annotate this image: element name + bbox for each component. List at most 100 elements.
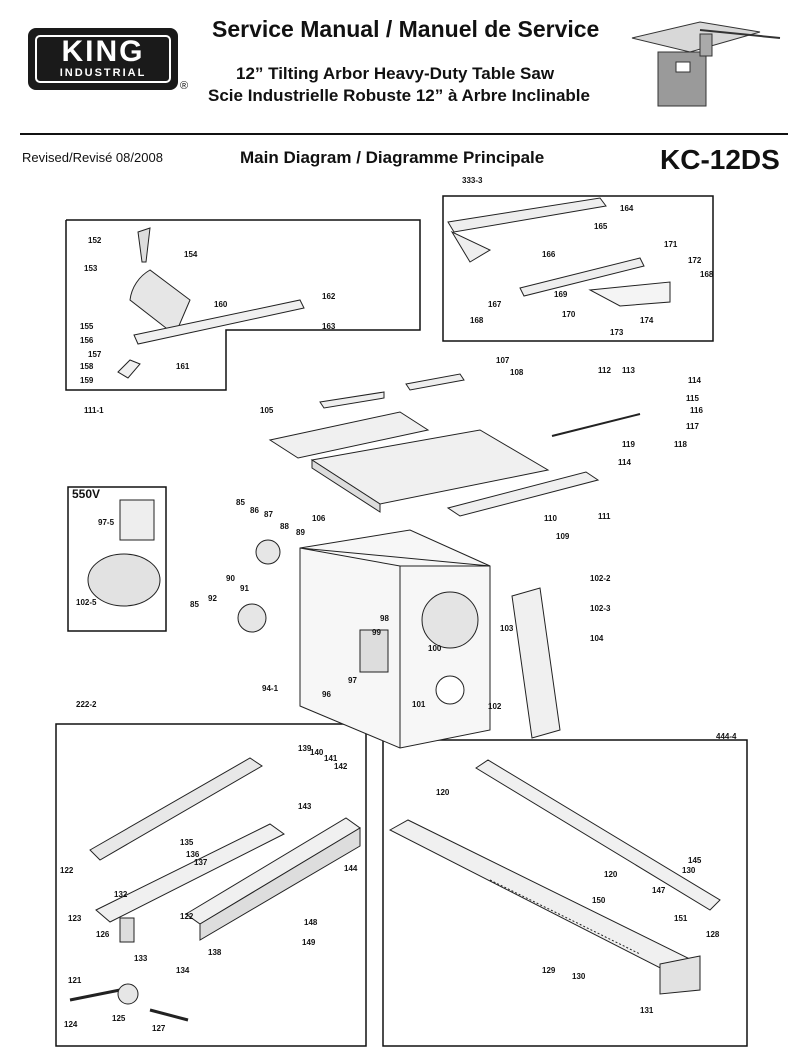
callout-164: 164 (620, 204, 634, 213)
callout-133: 133 (134, 954, 148, 963)
king-logo: KING INDUSTRIAL (28, 28, 178, 90)
callout-103: 103 (500, 624, 514, 633)
callout-138: 138 (208, 948, 222, 957)
callout-153: 153 (84, 264, 98, 273)
callout-135: 135 (180, 838, 194, 847)
callout-162: 162 (322, 292, 336, 301)
box-333-outline (442, 195, 714, 342)
subtitle-en: 12” Tilting Arbor Heavy-Duty Table Saw (236, 64, 555, 83)
callout-333-3: 333-3 (462, 176, 483, 185)
header-divider (20, 133, 788, 135)
callout-120: 120 (604, 870, 618, 879)
callout-126: 126 (96, 930, 110, 939)
callout-150: 150 (592, 896, 606, 905)
model-number: KC-12DS (660, 144, 780, 175)
callout-163: 163 (322, 322, 336, 331)
callout-550V: 550V (72, 487, 101, 501)
callout-104: 104 (590, 634, 604, 643)
callout-130: 130 (682, 866, 696, 875)
callout-172: 172 (688, 256, 702, 265)
callout-152: 152 (88, 236, 102, 245)
registered-mark: ® (180, 80, 189, 92)
callout-116: 116 (690, 406, 703, 415)
callout-165: 165 (594, 222, 608, 231)
callout-127: 127 (152, 1024, 166, 1033)
callout-94-1: 94-1 (262, 684, 279, 693)
callout-102: 102 (488, 702, 502, 711)
callout-158: 158 (80, 362, 94, 371)
callout-160: 160 (214, 300, 228, 309)
callout-124: 124 (64, 1020, 78, 1029)
callout-444-4: 444-4 (716, 732, 737, 741)
callout-167: 167 (488, 300, 502, 309)
callout-85: 85 (190, 600, 199, 609)
callout-100: 100 (428, 644, 442, 653)
callout-102-5: 102-5 (76, 598, 97, 607)
callout-136: 136 (186, 850, 200, 859)
callout-174: 174 (640, 316, 654, 325)
callout-122: 122 (180, 912, 194, 921)
callout-139: 139 (298, 744, 312, 753)
callout-96: 96 (322, 690, 331, 699)
callout-148: 148 (304, 918, 318, 927)
callout-122: 122 (60, 866, 74, 875)
callout-117: 117 (686, 422, 699, 431)
callout-143: 143 (298, 802, 312, 811)
box-550-outline (67, 486, 167, 632)
callout-168: 168 (700, 270, 714, 279)
callout-105: 105 (260, 406, 274, 415)
callout-88: 88 (280, 522, 289, 531)
callout-155: 155 (80, 322, 94, 331)
callout-161: 161 (176, 362, 190, 371)
callout-109: 109 (556, 532, 570, 541)
callout-115: 115 (686, 394, 699, 403)
callout-222-2: 222-2 (76, 700, 97, 709)
callout-168: 168 (470, 316, 484, 325)
callout-156: 156 (80, 336, 94, 345)
callout-144: 144 (344, 864, 358, 873)
box-444-outline (382, 739, 748, 1047)
callout-120: 120 (436, 788, 450, 797)
callout-151: 151 (674, 914, 688, 923)
callout-89: 89 (296, 528, 305, 537)
logo-brand: KING (61, 35, 145, 68)
callout-86: 86 (250, 506, 259, 515)
callout-128: 128 (706, 930, 720, 939)
callout-108: 108 (510, 368, 524, 377)
box-111-outline (65, 219, 421, 391)
callout-91: 91 (240, 584, 249, 593)
callout-142: 142 (334, 762, 348, 771)
callout-114: 114 (618, 458, 631, 467)
callout-111: 111 (598, 512, 611, 521)
callout-154: 154 (184, 250, 198, 259)
callout-98: 98 (380, 614, 389, 623)
callout-102-2: 102-2 (590, 574, 611, 583)
revision-date: Revised/Revisé 08/2008 (22, 150, 163, 165)
callout-121: 121 (68, 976, 82, 985)
callout-102-3: 102-3 (590, 604, 611, 613)
callout-169: 169 (554, 290, 568, 299)
callout-140: 140 (310, 748, 324, 757)
callout-131: 131 (640, 1006, 654, 1015)
callout-90: 90 (226, 574, 235, 583)
box-222-outline (55, 723, 367, 1047)
callout-97: 97 (348, 676, 357, 685)
callout-170: 170 (562, 310, 576, 319)
callout-129: 129 (542, 966, 556, 975)
page-title: Service Manual / Manuel de Service (212, 16, 600, 42)
callout-119: 119 (622, 440, 635, 449)
logo-sub: INDUSTRIAL (59, 67, 147, 79)
callout-92: 92 (208, 594, 217, 603)
diagram-title: Main Diagram / Diagramme Principale (240, 148, 545, 167)
callout-130: 130 (572, 972, 586, 981)
callout-107: 107 (496, 356, 510, 365)
callout-141: 141 (324, 754, 338, 763)
callout-111-1: 111-1 (84, 406, 104, 415)
callout-145: 145 (688, 856, 702, 865)
subtitle-fr: Scie Industrielle Robuste 12” à Arbre In… (208, 86, 590, 105)
callout-112: 112 (598, 366, 611, 375)
callout-147: 147 (652, 886, 666, 895)
callout-113: 113 (622, 366, 635, 375)
callout-87: 87 (264, 510, 273, 519)
callout-114: 114 (688, 376, 701, 385)
